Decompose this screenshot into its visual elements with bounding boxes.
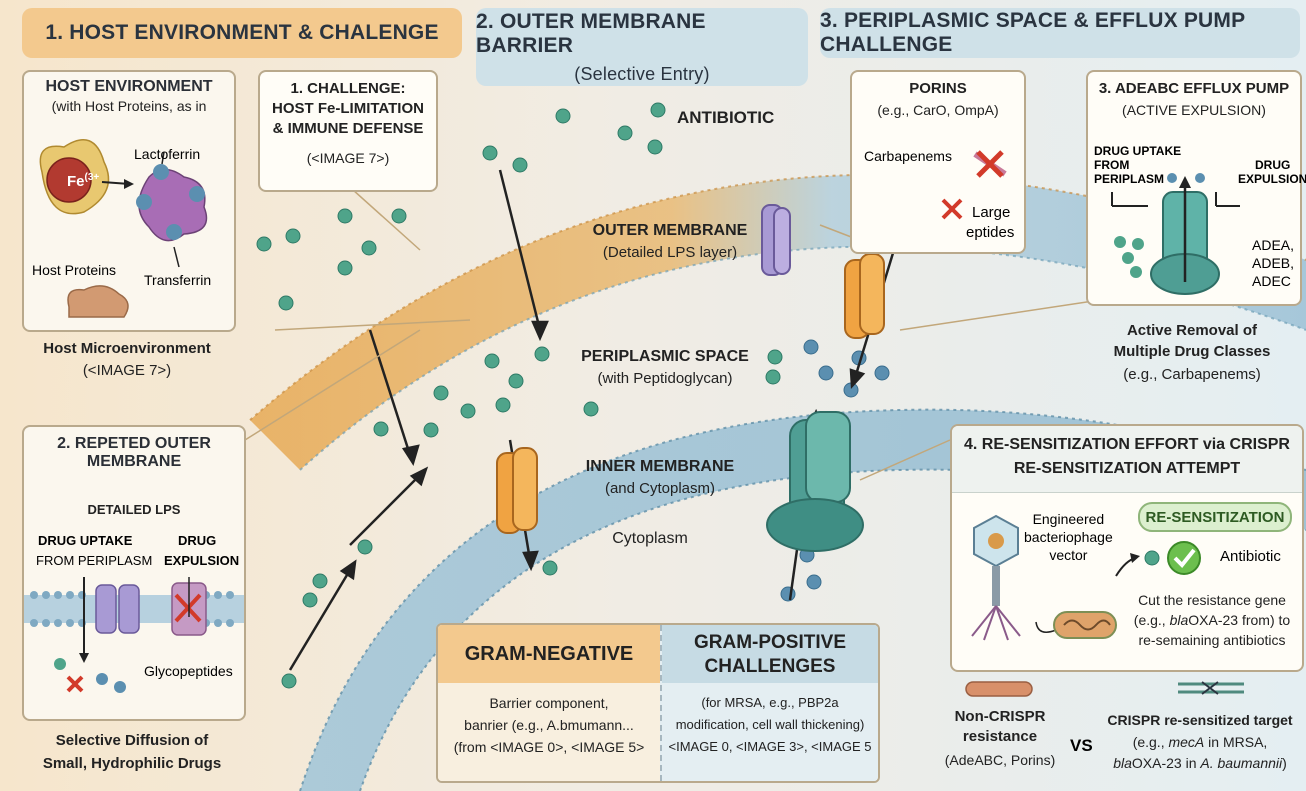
porin-inner-orange — [497, 448, 537, 533]
efflux-caption-3: (e.g., Carbapenems) — [1086, 366, 1298, 383]
repeated-uptake-title: DRUG UPTAKE — [38, 533, 132, 548]
host-environment-panel: HOST ENVIRONMENT (with Host Proteins, as… — [22, 70, 236, 332]
inner-membrane-label: INNER MEMBRANE — [560, 458, 760, 476]
small-x-icon — [940, 197, 964, 221]
repeated-title-1: 2. REPETED OUTER — [24, 435, 244, 453]
non-crispr-legend-icon — [964, 680, 1034, 698]
large-peptides-label-1: Large — [972, 204, 1010, 221]
transferrin-label: Transferrin — [144, 272, 211, 288]
repeated-title-2: MEMBRANE — [24, 453, 244, 471]
porin-outer-orange — [845, 254, 884, 338]
host-microenvironment-ref: (<IMAGE 7>) — [22, 362, 232, 379]
efflux-pump-panel: 3. ADEABC EFFLUX PUMP (ACTIVE EXPULSION)… — [1086, 70, 1302, 306]
gram-positive-title-1: GRAM-POSITIVE — [662, 632, 878, 654]
section-header-host: 1. HOST ENVIRONMENT & CHALENGE — [22, 8, 462, 58]
gram-positive-text-2: modification, cell wall thickening) — [662, 717, 878, 732]
crispr-cut-text-2: (e.g., blaOXA-23 from) to — [1122, 612, 1302, 628]
repeated-outer-membrane-panel: 2. REPETED OUTER MEMBRANE DETAILED LPS D… — [22, 425, 246, 721]
non-crispr-label-3: (AdeABC, Porins) — [930, 752, 1070, 768]
gram-comparison-box: GRAM-NEGATIVE GRAM-POSITIVE CHALLENGES B… — [436, 623, 880, 783]
crispr-cut-text-3: re-semaining antibiotics — [1122, 632, 1302, 648]
versus-label: VS — [1070, 736, 1093, 756]
gram-positive-text-3: <IMAGE 0, <IMAGE 3>, <IMAGE 5 — [662, 739, 878, 754]
gram-negative-title: GRAM-NEGATIVE — [438, 643, 660, 666]
porin-outer-purple — [762, 205, 790, 275]
efflux-caption-2: Multiple Drug Classes — [1086, 343, 1298, 360]
host-environment-title: HOST ENVIRONMENT — [24, 78, 234, 96]
efflux-caption-1: Active Removal of — [1086, 322, 1298, 339]
challenge-title: 1. CHALLENGE: — [260, 80, 436, 97]
gram-negative-text-2: banrier (e.g., A.bmumann... — [438, 717, 660, 733]
crispr-antibiotic-label: Antibiotic — [1220, 548, 1281, 565]
repeated-uptake-sub: FROM PERIPLASM — [36, 553, 152, 568]
blocked-x-icon — [970, 144, 1010, 184]
crispr-title-1: 4. RE-SENSITIZATION EFFORT via CRISPR — [952, 436, 1302, 454]
gram-positive-text-1: (for MRSA, e.g., PBP2a — [662, 695, 878, 710]
host-environment-subtitle: (with Host Proteins, as in — [24, 98, 234, 114]
porins-title: PORINS — [852, 80, 1024, 97]
inner-membrane-sublabel: (and Cytoplasm) — [560, 480, 760, 497]
antibiotic-check-icon — [1112, 538, 1212, 578]
gram-negative-text-1: Barrier component, — [438, 695, 660, 711]
crispr-target-legend-icon — [1176, 678, 1246, 698]
periplasmic-space-sublabel: (with Peptidoglycan) — [550, 370, 780, 387]
outer-membrane-title: 2. OUTER MEMBRANE BARRIER — [476, 10, 808, 58]
outer-membrane-subtitle: (Selective Entry) — [574, 64, 709, 85]
porins-panel: PORINS (e.g., CarO, OmpA) Carbapenems La… — [850, 70, 1026, 254]
lactoferrin-label: Lactoferrin — [134, 146, 200, 162]
selective-diffusion-caption-2: Small, Hydrophilic Drugs — [22, 755, 242, 772]
efflux-pump-icon — [1108, 172, 1248, 297]
gram-positive-title-2: CHALLENGES — [662, 656, 878, 678]
fe-label: Fe(3+ — [67, 172, 99, 190]
challenge-line2: HOST Fe-LIMITATION — [260, 100, 436, 117]
gram-negative-text-3: (from <IMAGE 0>, <IMAGE 5> — [438, 739, 660, 755]
challenge-box: 1. CHALLENGE: HOST Fe-LIMITATION & IMMUN… — [258, 70, 438, 192]
crispr-target-label-1: CRISPR re-sensitized target — [1098, 712, 1302, 728]
outer-membrane-sublabel: (Detailed LPS layer) — [560, 244, 780, 261]
non-crispr-label-1: Non-CRISPR — [940, 708, 1060, 725]
host-microenvironment-caption: Host Microenvironment — [22, 340, 232, 357]
efflux-title: 3. ADEABC EFFLUX PUMP — [1088, 80, 1300, 97]
repeated-expulsion-1: DRUG — [178, 533, 216, 548]
outer-membrane-label: OUTER MEMBRANE — [560, 222, 780, 240]
selective-diffusion-caption-1: Selective Diffusion of — [22, 732, 242, 749]
lps-membrane-icon — [24, 577, 244, 707]
crispr-target-label-3: blaOXA-23 in A. baumannii) — [1098, 755, 1302, 771]
glycopeptides-label: Glycopeptides — [144, 663, 233, 679]
efflux-genes-label: ADEA,ADEB,ADEC — [1252, 236, 1294, 290]
repeated-expulsion-2: EXPULSION — [164, 553, 239, 568]
non-crispr-label-2: resistance — [940, 728, 1060, 745]
re-sensitization-badge: RE-SENSITIZATION — [1138, 502, 1292, 532]
crispr-panel: 4. RE-SENSITIZATION EFFORT via CRISPR RE… — [950, 424, 1304, 672]
porins-subtitle: (e.g., CarO, OmpA) — [852, 102, 1024, 118]
detailed-lps-label: DETAILED LPS — [24, 502, 244, 517]
challenge-line3: & IMMUNE DEFENSE — [260, 120, 436, 137]
efflux-subtitle: (ACTIVE EXPULSION) — [1088, 102, 1300, 118]
crispr-cut-text-1: Cut the resistance gene — [1122, 592, 1302, 608]
periplasmic-space-label: PERIPLASMIC SPACE — [550, 348, 780, 366]
crispr-title-2: RE-SENSITIZATION ATTEMPT — [952, 460, 1302, 478]
challenge-ref: (<IMAGE 7>) — [260, 150, 436, 166]
carbapenems-label: Carbapenems — [864, 148, 952, 164]
cytoplasm-label: Cytoplasm — [580, 530, 720, 548]
section-header-periplasmic: 3. PERIPLASMIC SPACE & EFFLUX PUMP CHALL… — [820, 8, 1300, 58]
crispr-target-label-2: (e.g., mecA in MRSA, — [1098, 734, 1302, 750]
host-proteins-label: Host Proteins — [32, 262, 116, 278]
section-header-outer-membrane: 2. OUTER MEMBRANE BARRIER (Selective Ent… — [476, 8, 808, 86]
large-peptides-label-2: eptides — [966, 224, 1014, 241]
host-proteins-illustration — [24, 122, 234, 327]
antibiotic-label: ANTIBIOTIC — [677, 108, 774, 128]
